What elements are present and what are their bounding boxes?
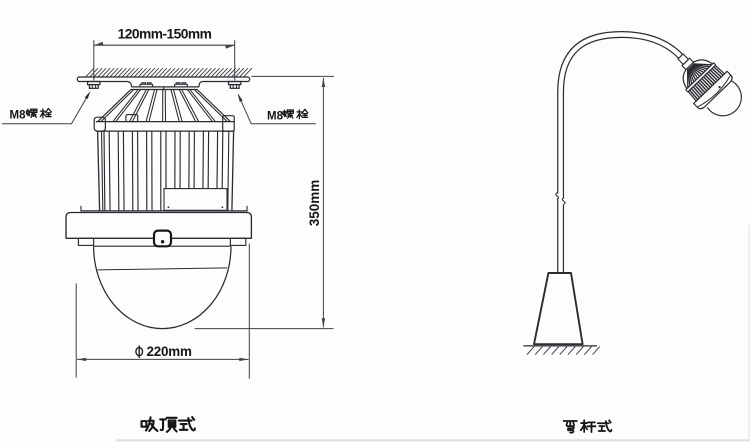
svg-text:M8: M8 <box>10 109 27 121</box>
svg-text:220mm: 220mm <box>147 344 192 359</box>
svg-text:M8: M8 <box>267 110 284 122</box>
svg-text:120mm-150mm: 120mm-150mm <box>118 27 212 42</box>
svg-text:350mm: 350mm <box>307 180 322 227</box>
